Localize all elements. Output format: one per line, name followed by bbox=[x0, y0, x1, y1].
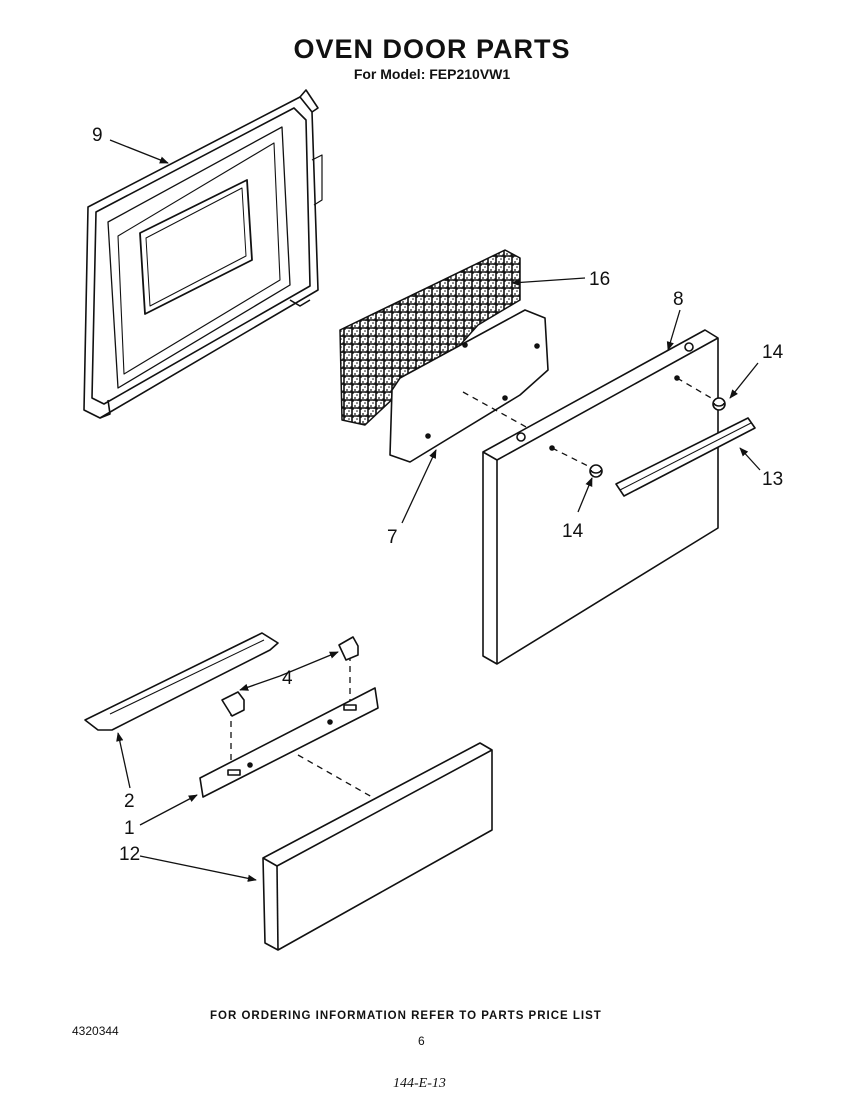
callout-16: 16 bbox=[589, 269, 610, 290]
part-12-drawer-front bbox=[262, 742, 493, 951]
callout-7: 7 bbox=[387, 527, 398, 548]
ordering-note: FOR ORDERING INFORMATION REFER TO PARTS … bbox=[210, 1010, 602, 1022]
callout-labels: 9 16 8 14 13 14 7 4 2 1 12 bbox=[92, 125, 784, 865]
model-subtitle: For Model: FEP210VW1 bbox=[353, 66, 511, 82]
callout-9: 9 bbox=[92, 125, 103, 146]
part-7-door-baffle bbox=[389, 309, 549, 463]
callout-13: 13 bbox=[762, 469, 783, 490]
callout-12: 12 bbox=[119, 844, 140, 865]
callout-14-upper: 14 bbox=[762, 342, 784, 363]
page-number: 6 bbox=[418, 1034, 425, 1048]
page-title: OVEN DOOR PARTS bbox=[293, 34, 571, 64]
callout-leaders bbox=[109, 139, 761, 882]
part-2-drawer-rail bbox=[84, 632, 279, 731]
assembly-guide-lines bbox=[230, 377, 719, 798]
part-4-brackets bbox=[221, 636, 359, 717]
handwritten-code: 144-E-13 bbox=[393, 1076, 446, 1091]
part-8-outer-door bbox=[482, 329, 719, 665]
callout-8: 8 bbox=[673, 289, 684, 310]
callout-1: 1 bbox=[124, 818, 135, 839]
part-14-handle-caps bbox=[589, 397, 726, 478]
part-1-drawer-support bbox=[199, 687, 379, 798]
part-9-inner-door-liner bbox=[83, 89, 323, 419]
callout-14-lower: 14 bbox=[562, 521, 584, 542]
callout-4: 4 bbox=[282, 668, 293, 689]
part-13-door-handle bbox=[615, 417, 756, 497]
callout-2: 2 bbox=[124, 791, 135, 812]
document-number: 4320344 bbox=[72, 1024, 119, 1038]
